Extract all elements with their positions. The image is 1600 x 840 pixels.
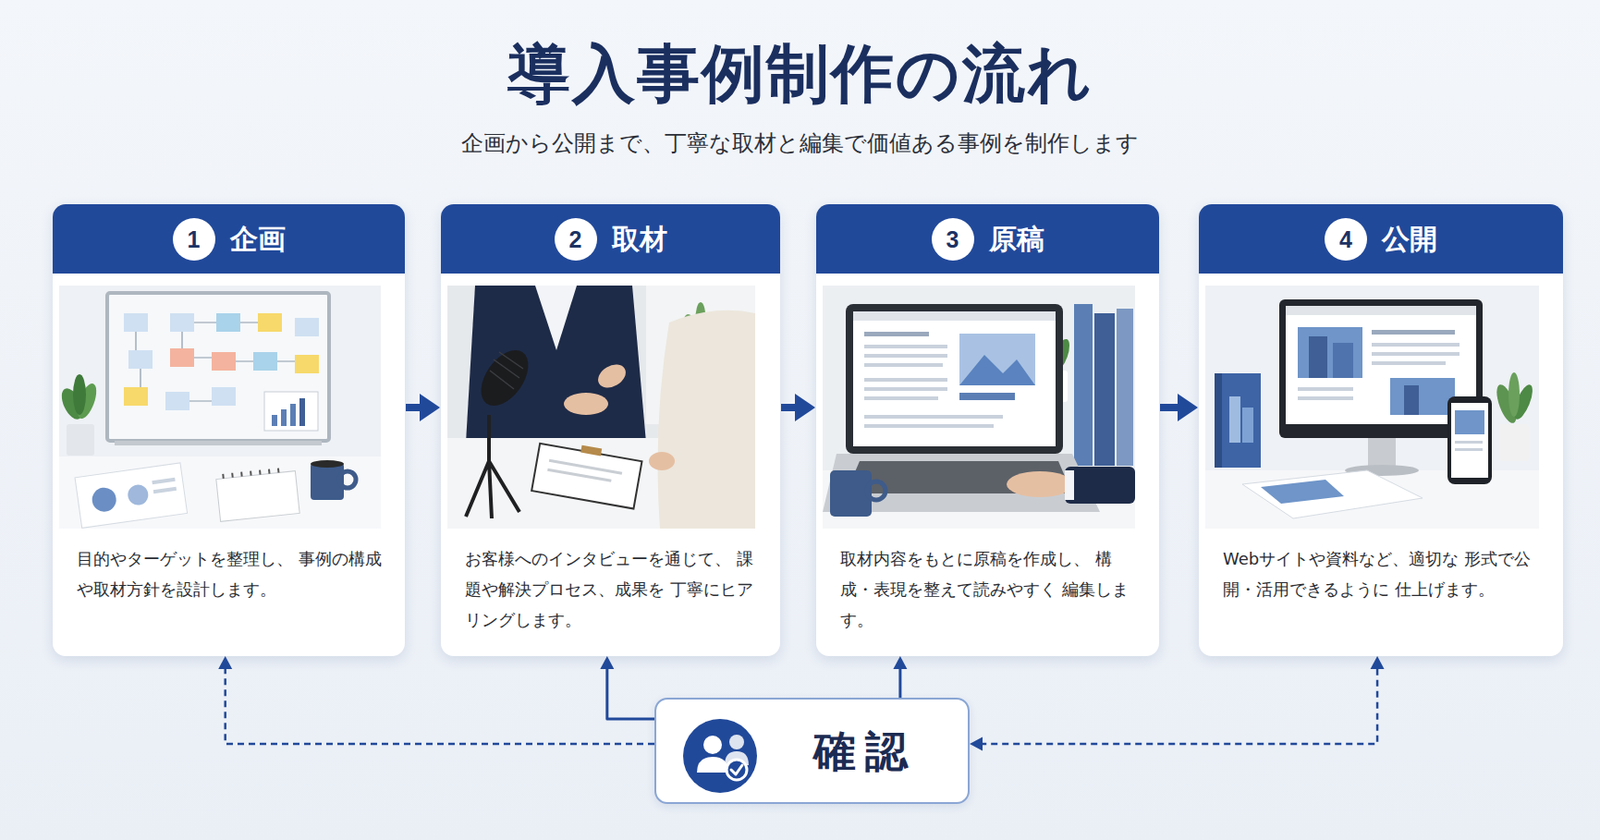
card-header-band: 3 原稿 <box>816 204 1160 274</box>
title: 導入事例制作の流れ <box>0 35 1600 113</box>
connector <box>405 393 440 422</box>
step-number-circle: 3 <box>931 218 975 261</box>
step-heading: 公開 <box>1381 222 1438 257</box>
connector <box>1160 393 1198 422</box>
step-description: 目的やターゲットを整理し、 事例の構成や取材方針を設計します。 <box>76 543 383 605</box>
step-number-circle: 2 <box>554 218 598 261</box>
card-header-band: 1 企画 <box>52 204 405 274</box>
connector-line <box>405 403 424 412</box>
step-number: 4 <box>1339 225 1353 254</box>
connector <box>892 656 907 698</box>
confirm-box: 確認 <box>654 697 970 805</box>
arrow-head <box>218 656 233 670</box>
connector-line <box>225 666 655 745</box>
arrow-head <box>1177 393 1198 422</box>
connector <box>599 656 655 720</box>
arrow-head <box>599 656 614 670</box>
step-heading: 取材 <box>611 222 668 257</box>
connector-line <box>607 666 655 720</box>
step-number: 2 <box>569 225 583 254</box>
confirm-label: 確認 <box>813 725 917 778</box>
step-card: 2 取材お客様へのインタビューを通じて、 課題や解決プロセス、成果を 丁寧にヒアリ… <box>440 204 781 657</box>
step-card: 4 公開 Webサイトや資料など、適切な 形式で公開・活用できるように 仕上げます。 <box>1198 204 1564 657</box>
step-number: 1 <box>187 225 201 254</box>
step-card: 1 企画目的やターゲットを整理し、 事例の構成や取材方針を設計します。 <box>52 204 405 657</box>
step-heading: 原稿 <box>989 222 1045 257</box>
arrow-head <box>794 393 816 422</box>
connector <box>969 656 1385 752</box>
arrow-head <box>892 656 907 670</box>
connector-line <box>898 666 902 698</box>
step-heading: 企画 <box>230 222 286 257</box>
subtitle: 企画から公開まで、丁寧な取材と編集で価値ある事例を制作します <box>0 129 1600 158</box>
arrow-head <box>969 737 983 752</box>
card-header-band: 2 取材 <box>440 204 781 274</box>
connector <box>218 656 655 745</box>
step-number: 3 <box>946 225 960 254</box>
step-card: 3 原稿取材内容をもとに原稿を作成し、 構成・表現を整えて読みやすく 編集します。 <box>816 204 1160 657</box>
arrow-head <box>1370 656 1385 670</box>
connector <box>781 393 816 422</box>
connector-line <box>1160 403 1182 412</box>
card-header-band: 4 公開 <box>1198 204 1564 274</box>
connector-line <box>979 666 1378 745</box>
step-description: Webサイトや資料など、適切な 形式で公開・活用できるように 仕上げます。 <box>1222 543 1541 605</box>
step-number-circle: 4 <box>1324 218 1368 261</box>
connector-line <box>781 403 799 412</box>
step-number-circle: 1 <box>172 218 216 261</box>
arrow-head <box>419 393 440 422</box>
step-description: 取材内容をもとに原稿を作成し、 構成・表現を整えて読みやすく 編集します。 <box>840 543 1137 636</box>
step-description: お客様へのインタビューを通じて、 課題や解決プロセス、成果を 丁寧にヒアリングし… <box>464 543 758 636</box>
